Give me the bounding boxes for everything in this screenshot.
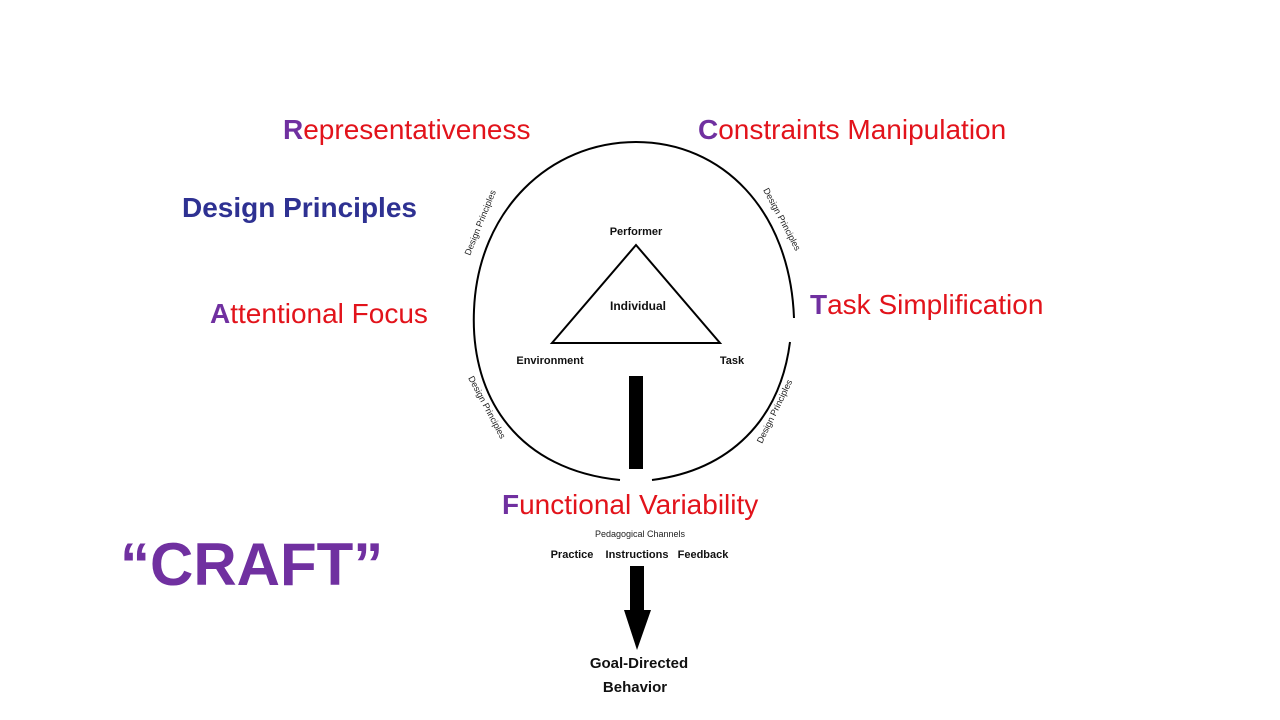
channel-practice: Practice	[551, 549, 594, 561]
channel-feedback: Feedback	[678, 549, 730, 561]
principle-representativeness: Representativeness	[283, 116, 531, 144]
goal-line-1: Goal-Directed	[590, 655, 688, 672]
initial-c: C	[698, 114, 719, 145]
constraints-rest: onstraints Manipulation	[718, 114, 1007, 145]
arc-label-bottom-right: Design Principles	[755, 378, 795, 445]
attentional-rest: ttentional Focus	[230, 298, 428, 329]
initial-a: A	[210, 298, 231, 329]
initial-r: R	[283, 114, 304, 145]
outer-circle-left-arc	[472, 140, 795, 481]
channel-instructions: Instructions	[606, 549, 669, 561]
individual-label: Individual	[610, 299, 666, 313]
initial-f: F	[502, 489, 520, 520]
individual-triangle	[549, 243, 723, 344]
pedagogical-channels-label: Pedagogical Channels	[595, 529, 686, 539]
task-simplification-rest: ask Simplification	[827, 289, 1044, 320]
goal-line-2: Behavior	[603, 679, 667, 696]
design-principles-heading: Design Principles	[182, 192, 417, 223]
arrow-shaft	[630, 566, 644, 612]
outer-circle-right-arc	[651, 341, 791, 481]
arc-label-top-left: Design Principles	[463, 188, 499, 257]
performer-label: Performer	[610, 226, 663, 238]
arrow-down-icon	[624, 610, 651, 650]
principle-attentional-focus: Attentional Focus	[210, 300, 428, 328]
arc-label-bottom-left: Design Principles	[466, 374, 508, 441]
principle-functional-variability: Functional Variability	[502, 491, 758, 519]
initial-t: T	[810, 289, 828, 320]
environment-label: Environment	[516, 355, 584, 367]
functional-rest: unctional Variability	[519, 489, 759, 520]
task-label: Task	[720, 355, 745, 367]
craft-acronym: “CRAFT”	[120, 531, 384, 598]
vertical-bar	[629, 376, 643, 469]
principle-constraints-manipulation: Constraints Manipulation	[698, 116, 1006, 144]
representativeness-rest: epresentativeness	[303, 114, 531, 145]
principle-task-simplification: Task Simplification	[810, 291, 1043, 319]
